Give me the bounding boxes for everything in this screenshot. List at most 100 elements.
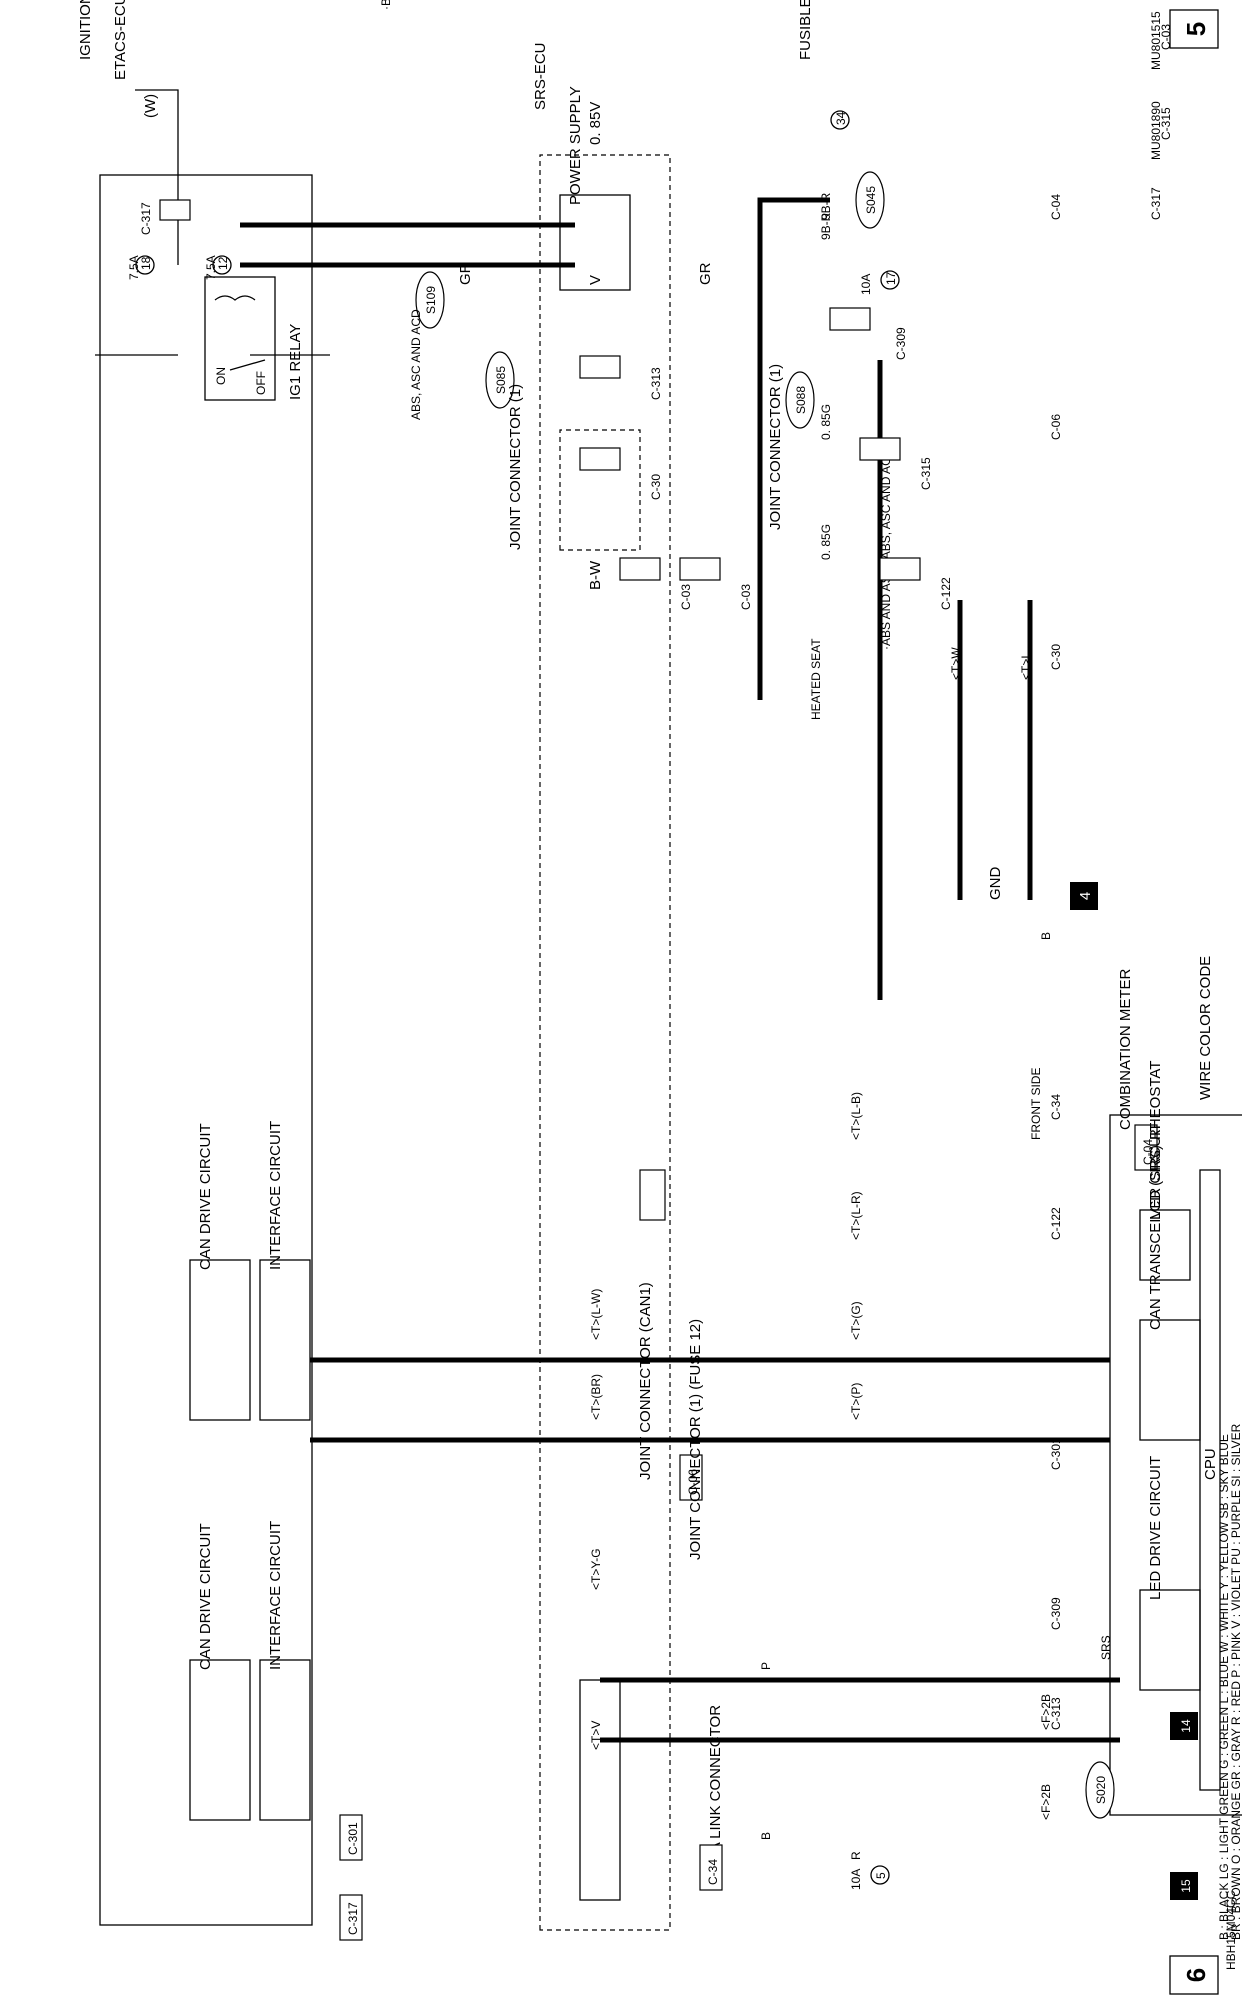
heated-seat-label: HEATED SEAT [809, 638, 823, 720]
legend-title: WIRE COLOR CODE [1197, 956, 1214, 1100]
connector-c-06-label: C-06 [686, 1469, 700, 1495]
wire-color-tlw: <T>(L-W) [589, 1289, 603, 1340]
relay-coil-icon [214, 295, 256, 301]
fuse-18-no: 18 [139, 256, 153, 270]
drawing-code: HBH15M04CC [1224, 1890, 1238, 1970]
srs-lamp-label: SRS [1099, 1635, 1113, 1660]
wire-9b-r [757, 197, 830, 700]
connector-c-34-label: C-34 [706, 1859, 720, 1885]
connector-c-122-label: C-122 [939, 577, 953, 610]
splice-s088-label: S088 [794, 386, 808, 414]
wire-color-9br2: 9B-R [819, 212, 833, 240]
wire-tw-tl [957, 600, 1033, 900]
etacs-ecu-label: ETACS-ECU [112, 0, 129, 80]
can-drive-1-label: CAN DRIVE CIRCUIT [197, 1123, 214, 1270]
splice-s088 [785, 371, 815, 429]
wire-color-085g: 0. 85G [819, 404, 833, 440]
connector-view-c34: C-34 [1049, 1094, 1063, 1120]
can-transceiver-box [1139, 1319, 1201, 1441]
wire-color-v: V [587, 275, 604, 285]
lcd-box [1139, 1209, 1191, 1281]
splice-s020-label: S020 [1094, 1776, 1108, 1804]
data-link-connector-box [579, 1679, 621, 1901]
fuse-5-icon [870, 1865, 890, 1885]
gnd-label: GND [987, 867, 1004, 901]
connector-c-34 [699, 1844, 723, 1891]
wire-color-f2b2: <F>2B [1039, 1784, 1053, 1820]
fusible-link-no-icon [830, 110, 850, 130]
fuse-18-icon [135, 255, 155, 275]
data-link-label: DATA LINK CONNECTOR [707, 1705, 724, 1880]
lcd-label: LCD (SRS) [1147, 1145, 1164, 1220]
combination-meter-box [1109, 1114, 1242, 1816]
joint-connector-c03-label: JOINT CONNECTOR (1) [507, 384, 524, 550]
splice-s020 [1085, 1761, 1115, 1819]
wire-color-bw: B-W [587, 560, 604, 590]
connector-c-301 [339, 1814, 363, 1861]
connector-c-309 [829, 307, 871, 331]
fuse-12-rating: 7.5A [204, 255, 218, 280]
fuse-17-rating: 10A [859, 274, 873, 295]
wire-color-gr: GR [457, 262, 474, 285]
connector-c-313 [579, 355, 621, 379]
splice-s109 [415, 271, 445, 329]
joint-connector-can1-label: JOINT CONNECTOR (CAN1) [637, 1282, 654, 1480]
connector-c-317-bottom [339, 1894, 363, 1941]
connector-c-313-label: C-313 [649, 367, 663, 400]
can-drive-1-box [189, 1259, 251, 1421]
page-ref-14: 14 [1179, 1719, 1193, 1733]
combination-meter-label: COMBINATION METER [1117, 968, 1134, 1130]
cpu-box [1199, 1169, 1221, 1791]
wire-color-r: R [849, 1851, 863, 1860]
wire-color-085g-b: 0. 85G [819, 524, 833, 560]
can-drive-2-label: CAN DRIVE CIRCUIT [197, 1523, 214, 1670]
connector-c-309-label: C-309 [894, 327, 908, 360]
fuse-5-rating: 10A [849, 1869, 863, 1890]
ig1-relay-label: IG1 RELAY [287, 324, 304, 400]
wire-color-b: B [759, 1832, 773, 1840]
relay-off-label: OFF [254, 371, 268, 395]
legend-line1: B : BLACK LG : LIGHT GREEN G : GREEN L :… [1217, 1434, 1231, 1940]
wire-color-085v: 0. 85V [587, 102, 604, 145]
connector-view-c315-part: MU801890 [1149, 101, 1163, 160]
connector-view-c313: C-313 [1049, 1697, 1063, 1730]
connector-c-03-label: C-03 [679, 584, 693, 610]
splice-s085-label: S085 [494, 366, 508, 394]
page-number-box-left [1169, 9, 1219, 49]
joint-connector-c03-b-label: JOINT CONNECTOR (1) [767, 364, 784, 530]
wire-color-tbr: <T>(BR) [589, 1374, 603, 1420]
legend-line2: BR : BROWN O : ORANGE GR : GRAY R : RED … [1229, 1423, 1242, 1940]
wire-color-ty: <T>V [589, 1721, 603, 1750]
connector-c-06 [679, 1454, 703, 1501]
cpu-label: CPU [1202, 1448, 1219, 1480]
connector-c-301-label: C-301 [346, 1822, 360, 1855]
connector-view-c122: C-122 [1049, 1207, 1063, 1240]
connector-view-c30: C-30 [1049, 644, 1063, 670]
fuse-12-icon [212, 255, 232, 275]
connector-c-315 [859, 437, 901, 461]
connector-c-317-top [159, 199, 191, 221]
splice-s045-label: S045 [864, 186, 878, 214]
wire-color-tyg: <T>Y-G [589, 1548, 603, 1590]
fusible-link-no: 34 [834, 111, 848, 125]
page-ref-14-box [1170, 1712, 1198, 1740]
ignition-switch-label: IGNITION SWITCH (IG1) [77, 0, 94, 60]
fuse-18-rating: 7.5A [127, 255, 141, 280]
connector-c-03-b [679, 557, 721, 581]
srs-ecu-label: SRS-ECU [532, 42, 549, 110]
power-supply-label: POWER SUPPLY [567, 86, 584, 205]
connector-view-c03: C-03 [1159, 24, 1173, 50]
wire-color-tg: <T>(G) [849, 1301, 863, 1340]
connector-view-c317: C-317 [1149, 187, 1163, 220]
wire-color-tlr: <T>(L-R) [849, 1191, 863, 1240]
connector-c-30 [579, 447, 621, 471]
splice-s085 [485, 351, 515, 409]
wire-color-w: (W) [142, 94, 159, 118]
page-ref-15: 15 [1179, 1879, 1193, 1893]
combination-meter-conn [1134, 1124, 1158, 1171]
connector-c-30-label: C-30 [649, 474, 663, 500]
connector-view-c03-part: MU801515 [1149, 11, 1163, 70]
led-drive-box [1139, 1589, 1201, 1691]
